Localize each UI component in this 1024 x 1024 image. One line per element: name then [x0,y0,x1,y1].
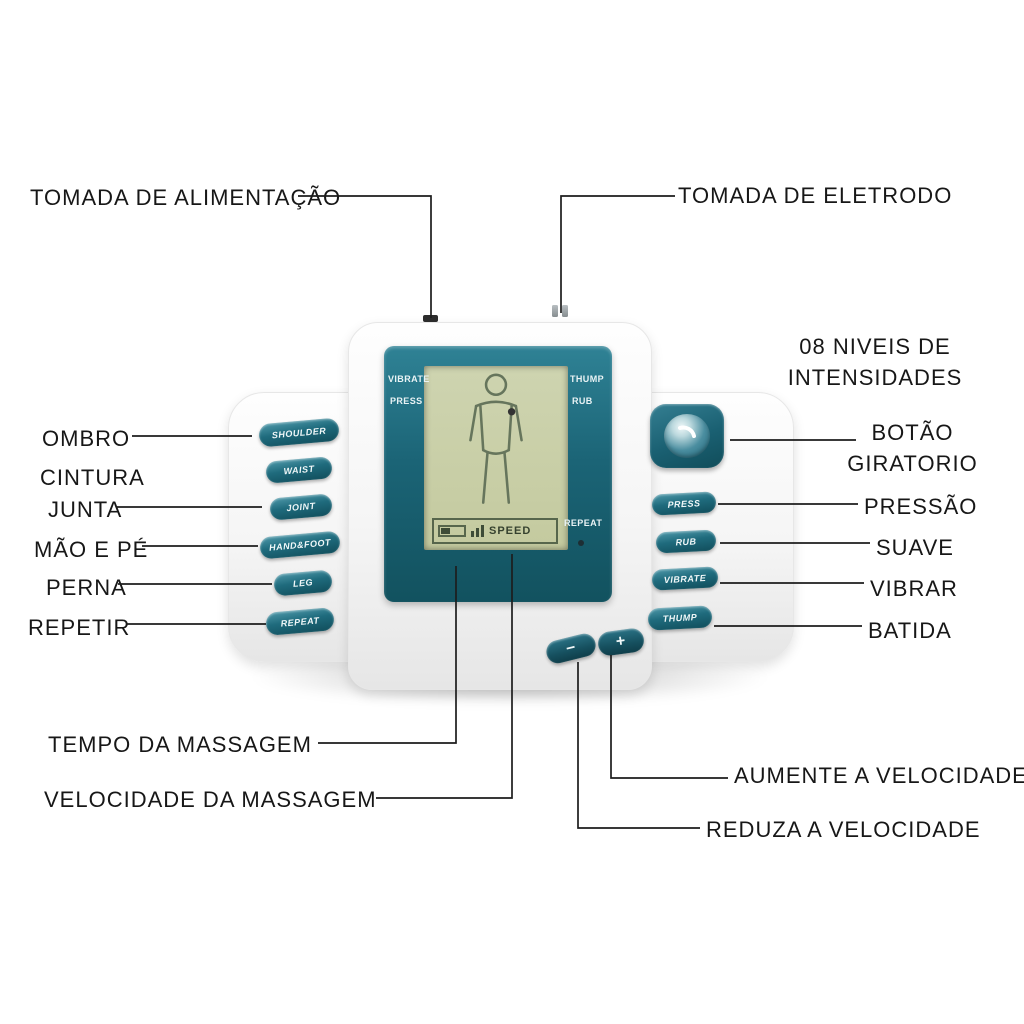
lcd-vibrate-label: VIBRATE [388,374,430,384]
callout-electrode-socket: TOMADA DE ELETRODO [678,183,953,208]
thump-button: THUMP [647,605,713,631]
callout-leg: PERNA [46,575,127,600]
power-socket [423,315,438,322]
knob-swirl-icon [678,425,696,438]
knob-dial [664,414,710,458]
callout-waist: CINTURA [40,465,145,490]
speed-indicator-icon [438,525,466,537]
line-electrode-socket [560,195,675,313]
press-button: PRESS [651,491,717,516]
lcd-press-label: PRESS [390,396,423,406]
callout-pressure: PRESSÃO [864,494,978,519]
callout-power-socket: TOMADA DE ALIMENTAÇÃO [30,185,342,210]
lcd-repeat-label: REPEAT [564,518,603,528]
electrode-pin [552,305,558,317]
rotary-knob [650,404,724,468]
speed-display: SPEED [432,518,558,544]
callout-intensity-levels: 08 NIVEIS DE INTENSIDADES [787,334,963,390]
callout-vibrate: VIBRAR [870,576,958,601]
callout-rotary-button: BOTÃO GIRATORIO [847,420,978,476]
vibrate-button: VIBRATE [651,566,719,591]
speed-bars-icon [471,525,484,537]
line-power-socket [298,195,432,318]
callout-hand-foot: MÃO E PÉ [34,537,149,562]
callout-soft: SUAVE [876,535,954,560]
callout-massage-speed: VELOCIDADE DA MASSAGEM [44,787,377,812]
callout-massage-time: TEMPO DA MASSAGEM [48,732,312,757]
indicator-led [578,540,584,546]
callout-thump: BATIDA [868,618,952,643]
body-figure-icon [469,373,523,504]
callout-shoulder: OMBRO [42,426,131,451]
callout-repeat: REPETIR [28,615,131,640]
speed-label: SPEED [489,525,532,537]
lcd-thump-label: THUMP [570,374,604,384]
lcd-rub-label: RUB [572,396,593,406]
rub-button: RUB [655,529,717,554]
callout-joint: JUNTA [48,497,123,522]
callout-increase-speed: AUMENTE A VELOCIDADE [734,763,1024,788]
electrode-pin [562,305,568,317]
callout-decrease-speed: REDUZA A VELOCIDADE [706,817,981,842]
